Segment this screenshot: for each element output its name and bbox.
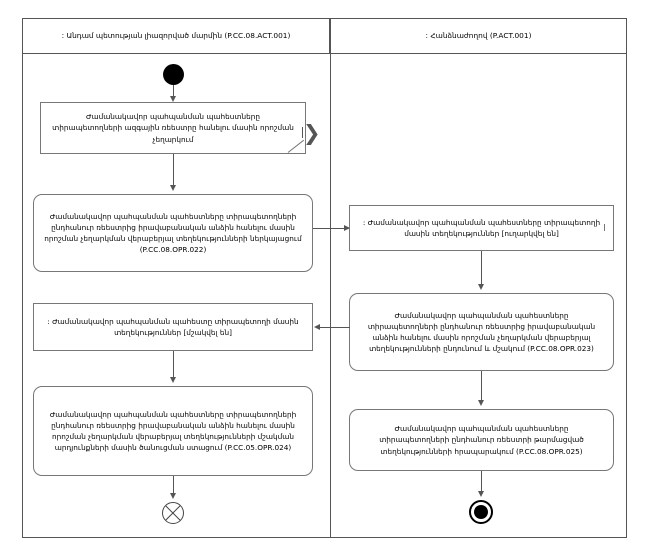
edge-action-022-to-object-sent <box>313 228 349 229</box>
edge-action-023-to-action-025 <box>481 371 482 400</box>
chevron-stem <box>302 127 303 138</box>
activity-final-core <box>474 505 488 519</box>
activity-final-node <box>469 500 493 524</box>
note-cancel-decision: Ժամանակավոր պահպանման պահեստները տիրապետ… <box>40 102 306 154</box>
action-node-opr-025[interactable]: Ժամանակավոր պահպանման պահեստները տիրապետ… <box>349 409 614 471</box>
arrowhead-down <box>477 400 484 406</box>
lane-header-label: : Անդամ պետության լիազորված մարմին (P.CC… <box>61 31 291 41</box>
edge-note-to-action-022 <box>173 154 174 185</box>
initial-node <box>163 64 184 85</box>
object-node-label: : Ժամանակավոր պահպանման պահեստները տիրապ… <box>362 217 601 238</box>
lane-header-label: : Հանձնաժողով (P.ACT.001) <box>425 31 532 41</box>
object-sent-pin-icon <box>604 224 605 231</box>
action-node-opr-024[interactable]: Ժամանակավոր պահպանման պահեստները տիրապետ… <box>33 386 313 476</box>
object-node-info-sent[interactable]: : Ժամանակավոր պահպանման պահեստները տիրապ… <box>349 205 614 251</box>
swimlane-divider <box>330 18 331 538</box>
lane-header-member-state-authority: : Անդամ պետության լիազորված մարմին (P.CC… <box>22 18 330 54</box>
arrowhead-down <box>477 284 484 290</box>
edge-initial-to-note <box>173 85 174 99</box>
edge-action-023-to-object-processed <box>320 327 350 328</box>
edge-object-sent-to-action-023 <box>481 251 482 284</box>
note-text: Ժամանակավոր պահպանման պահեստները տիրապետ… <box>52 112 294 144</box>
chevron-marker: ❯ <box>303 121 321 145</box>
edge-object-processed-to-action-024 <box>173 351 174 377</box>
arrowhead-down <box>169 493 176 499</box>
arrowhead-down <box>169 377 176 383</box>
action-node-opr-022[interactable]: Ժամանակավոր պահպանման պահեստները տիրապետ… <box>33 194 313 272</box>
action-node-label: Ժամանակավոր պահպանման պահեստները տիրապետ… <box>367 310 596 354</box>
action-node-label: Ժամանակավոր պահպանման պահեստները տիրապետ… <box>379 424 584 456</box>
arrowhead-down <box>169 185 176 191</box>
edge-action-025-to-activity-final <box>481 471 482 493</box>
arrowhead-down <box>477 491 484 497</box>
action-node-label: Ժամանակավոր պահպանման պահեստները տիրապետ… <box>49 409 297 453</box>
action-node-label: Ժամանակավոր պահպանման պահեստները տիրապետ… <box>44 211 302 255</box>
action-node-opr-023[interactable]: Ժամանակավոր պահպանման պահեստները տիրապետ… <box>349 293 614 371</box>
flow-final-node <box>162 502 184 524</box>
arrowhead-down <box>169 96 176 102</box>
edge-arrowhead-right <box>344 224 350 231</box>
object-node-label: : Ժամանակավոր պահպանման պահեստը տիրապետո… <box>47 316 299 337</box>
arrowhead-left <box>314 323 320 330</box>
object-node-info-processed[interactable]: : Ժամանակավոր պահպանման պահեստը տիրապետո… <box>33 303 313 351</box>
lane-header-commission: : Հանձնաժողով (P.ACT.001) <box>330 18 627 54</box>
edge-action-024-to-flow-final <box>173 476 174 495</box>
